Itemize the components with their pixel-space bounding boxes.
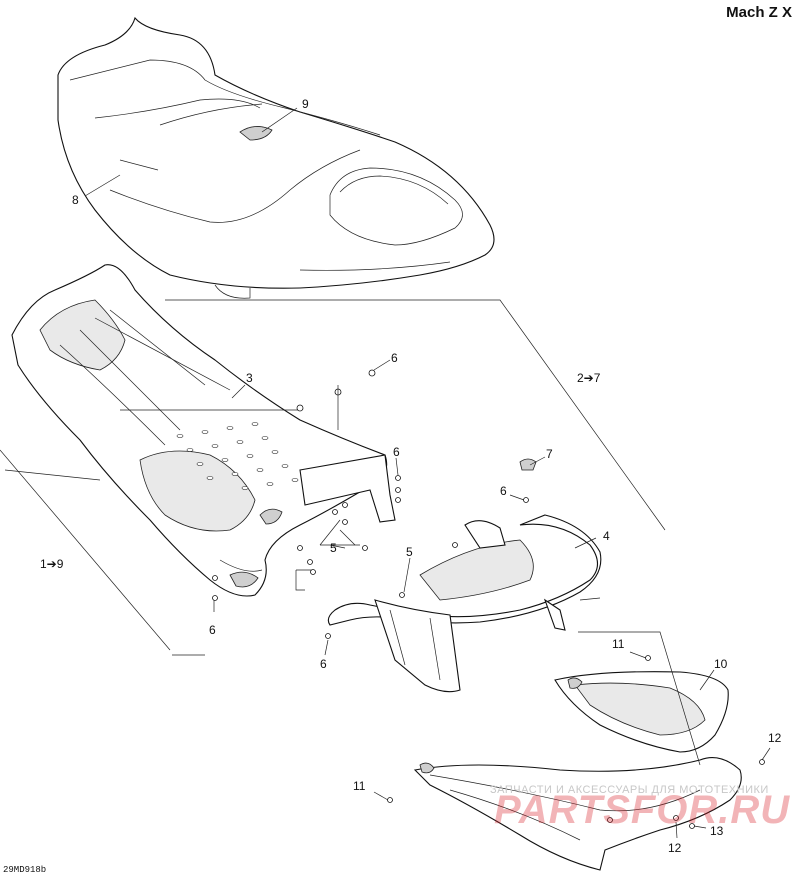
callout-nut-top: 6 xyxy=(391,351,398,365)
callout-seat-base: 3 xyxy=(246,371,253,385)
leader-lines xyxy=(84,107,771,839)
seat-base xyxy=(11,264,396,597)
group-bracket-all xyxy=(0,449,205,656)
seat-latch xyxy=(239,126,273,141)
callout-screw-housing-top: 11 xyxy=(612,637,625,651)
callout-nut-right: 6 xyxy=(500,484,507,498)
rear-light-housing xyxy=(413,671,742,871)
callout-seat: 8 xyxy=(72,193,79,207)
callout-rear-rack: 4 xyxy=(603,529,610,543)
callout-nut-bottom-left: 6 xyxy=(209,623,216,637)
callout-nut-mid: 6 xyxy=(393,445,400,459)
callout-screw-housing-left: 11 xyxy=(353,779,366,793)
rear-rack xyxy=(327,514,602,693)
callout-seat-latch: 9 xyxy=(302,97,309,111)
hardware xyxy=(212,369,765,829)
callout-rear-light-housing: 10 xyxy=(714,657,728,671)
callout-screw-left: 5 xyxy=(330,541,337,555)
callout-group-all: 1➔9 xyxy=(40,557,64,571)
seat-base-vent-holes xyxy=(176,422,299,490)
callout-labels: 8 9 3 2➔7 1➔9 4 7 6 6 6 6 6 5 5 10 11 11… xyxy=(40,97,782,855)
model-title: Mach Z X xyxy=(726,4,792,21)
callout-screw-housing-right: 12 xyxy=(768,731,782,745)
callout-bumper-cap: 7 xyxy=(546,447,553,461)
group-bracket-seat xyxy=(165,299,666,531)
callout-screw-housing-bottom: 12 xyxy=(668,841,682,855)
callout-screw-right: 5 xyxy=(406,545,413,559)
callout-group-seat: 2➔7 xyxy=(577,371,601,385)
bumper-cap xyxy=(519,458,537,471)
seat xyxy=(57,16,495,299)
diagram-code: 29MD918b xyxy=(3,865,47,875)
callout-screw-13: 13 xyxy=(710,824,724,838)
callout-nut-bottom-center: 6 xyxy=(320,657,327,671)
